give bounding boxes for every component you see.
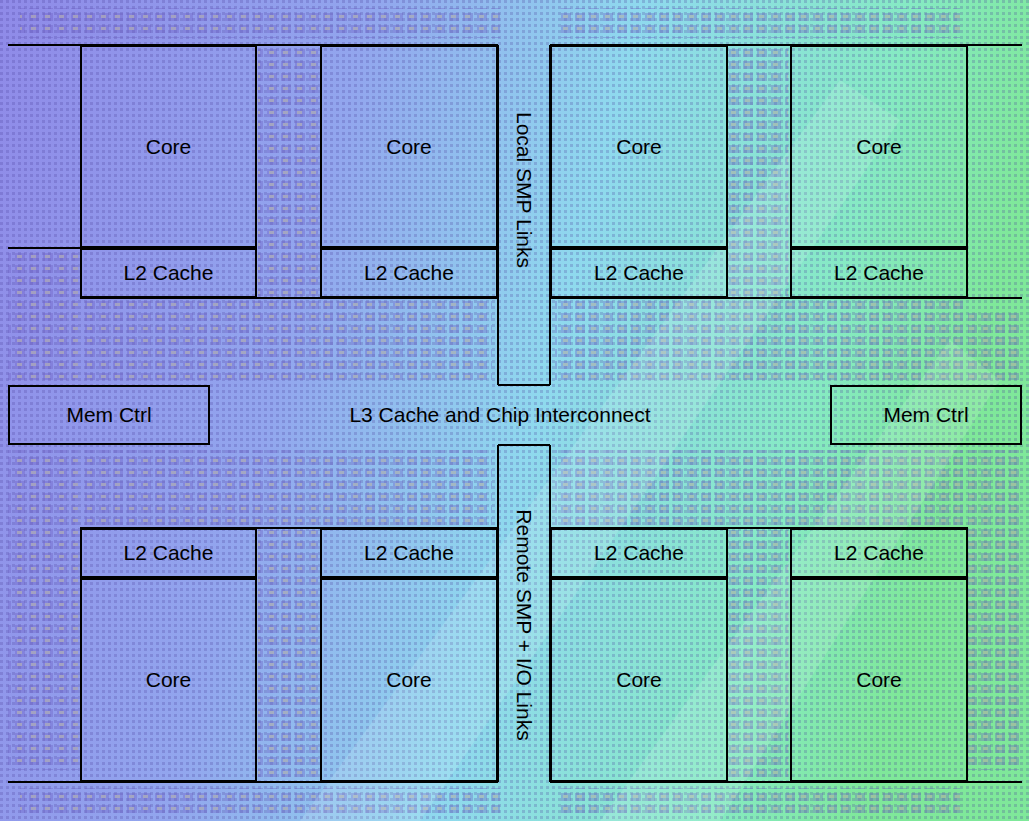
core-region: Core bbox=[790, 578, 968, 782]
region-label: L2 Cache bbox=[121, 261, 217, 284]
l2-cache-region: L2 Cache bbox=[320, 248, 498, 298]
interconnect-label: L3 Cache and Chip Interconnect bbox=[345, 401, 654, 429]
region-label: Core bbox=[383, 668, 435, 691]
core-region: Core bbox=[550, 45, 728, 248]
region-label: Core bbox=[613, 668, 665, 691]
region-label: L2 Cache bbox=[591, 261, 687, 284]
memory-controller-region: Mem Ctrl bbox=[830, 385, 1022, 445]
l2-cache-region: L2 Cache bbox=[790, 248, 968, 298]
region-label: L2 Cache bbox=[591, 541, 687, 564]
region-label: L2 Cache bbox=[831, 261, 927, 284]
region-label: Mem Ctrl bbox=[880, 403, 971, 426]
core-region: Core bbox=[320, 45, 498, 248]
l2-cache-region: L2 Cache bbox=[80, 528, 257, 578]
l2-cache-region: L2 Cache bbox=[550, 528, 728, 578]
core-region: Core bbox=[790, 45, 968, 248]
core-region: Core bbox=[550, 578, 728, 782]
region-label: L2 Cache bbox=[361, 261, 457, 284]
link-strip-label: Local SMP Links bbox=[510, 108, 538, 272]
memory-controller-region: Mem Ctrl bbox=[8, 385, 210, 445]
core-region: Core bbox=[80, 578, 257, 782]
l2-cache-region: L2 Cache bbox=[790, 528, 968, 578]
region-label: L2 Cache bbox=[361, 541, 457, 564]
region-label: Core bbox=[143, 668, 195, 691]
link-strip-label: Remote SMP + I/O Links bbox=[510, 505, 538, 744]
region-label: Core bbox=[613, 135, 665, 158]
core-region: Core bbox=[320, 578, 498, 782]
l2-cache-region: L2 Cache bbox=[550, 248, 728, 298]
region-label: L2 Cache bbox=[831, 541, 927, 564]
l2-cache-region: L2 Cache bbox=[80, 248, 257, 298]
region-label: Core bbox=[853, 135, 905, 158]
region-label: Core bbox=[383, 135, 435, 158]
core-region: Core bbox=[80, 45, 257, 248]
region-label: Mem Ctrl bbox=[63, 403, 154, 426]
l2-cache-region: L2 Cache bbox=[320, 528, 498, 578]
region-label: Core bbox=[143, 135, 195, 158]
region-label: Core bbox=[853, 668, 905, 691]
region-label: L2 Cache bbox=[121, 541, 217, 564]
